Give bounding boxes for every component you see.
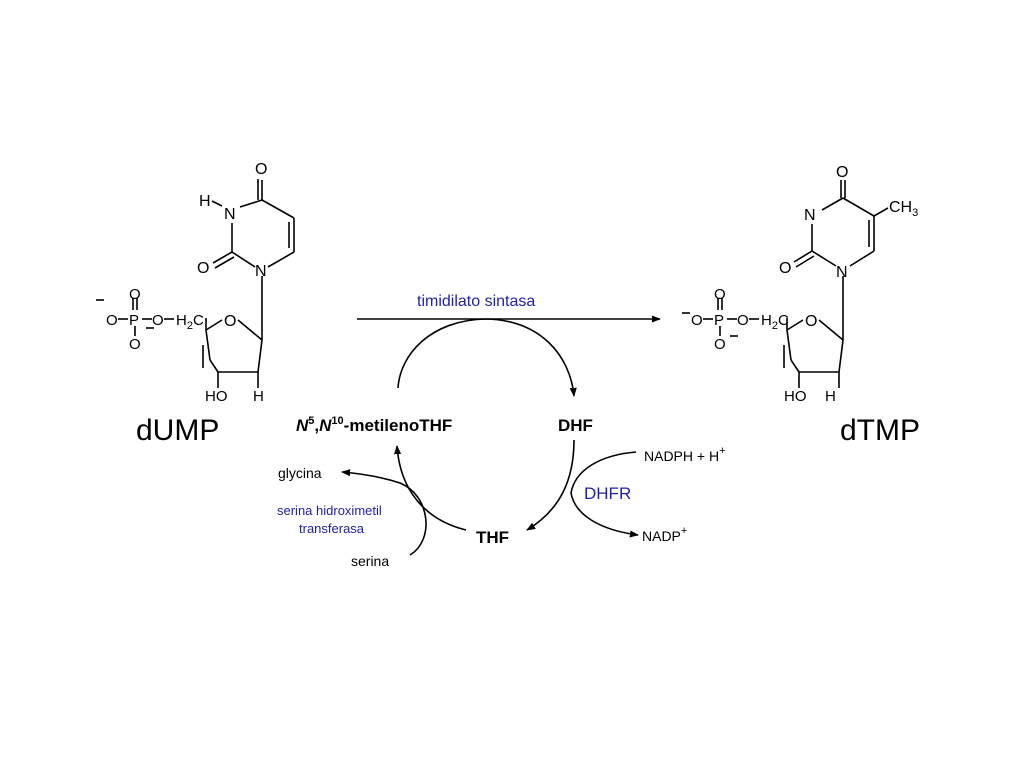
- dtmp-atom-n1: N: [804, 207, 816, 224]
- dump-name: dUMP: [136, 414, 219, 447]
- dtmp-thymine-ring: [793, 180, 889, 340]
- enzyme-dhfr: DHFR: [584, 484, 631, 503]
- dhfr-side-arrow: [570, 451, 639, 538]
- dtmp-phosphate-o-right: O: [737, 312, 749, 329]
- dtmp-sugar-ring: [783, 318, 844, 388]
- dtmp-name: dTMP: [840, 414, 920, 447]
- cycle-arc-from-methylene: [397, 318, 487, 389]
- dump-ch2-group: H2C: [176, 312, 204, 332]
- metabolite-serina: serina: [351, 553, 389, 569]
- dump-sugar-ring: [202, 318, 263, 388]
- metabolite-dhf: DHF: [558, 416, 593, 435]
- shmt-side-arrow: [341, 469, 427, 556]
- dtmp-ch3-group: CH3: [889, 199, 918, 219]
- dump-uracil-ring: [211, 179, 295, 340]
- enzyme-shmt-line2: transferasa: [299, 521, 365, 536]
- metabolite-methylene-thf: N5,N10-metilenoTHF: [296, 415, 452, 435]
- dump-phosphate-o-right: O: [152, 312, 164, 329]
- metabolite-thf: THF: [476, 528, 509, 547]
- dtmp-ch2-group: H2C: [761, 312, 789, 332]
- metabolite-nadph: NADPH + H+: [644, 445, 726, 464]
- dtmp-phosphate-o-bottom: O: [714, 336, 726, 353]
- dtmp-atom-n2: N: [836, 264, 848, 281]
- dtmp-atom-h-bottom: H: [825, 388, 836, 405]
- dump-atom-h: H: [199, 193, 211, 210]
- enzyme-shmt-line1: serina hidroximetil: [277, 503, 382, 518]
- cycle-arrow-to-thf: [526, 439, 575, 531]
- dump-atom-n1: N: [224, 206, 236, 223]
- dtmp-atom-p: P: [714, 312, 724, 329]
- cycle-arrow-to-dhf: [485, 318, 577, 397]
- dump-phosphate-o-left: O: [106, 312, 118, 329]
- dtmp-atom-o-left: O: [779, 260, 791, 277]
- dump-atom-n2: N: [255, 263, 267, 280]
- dump-atom-o-ring: O: [224, 313, 236, 330]
- dtmp-phosphate: [682, 298, 759, 337]
- dtmp-atom-o-top: O: [836, 164, 848, 181]
- metabolite-nadp: NADP+: [642, 525, 687, 544]
- dtmp-structure: O N O N CH3 O HO H O: [682, 164, 920, 447]
- dtmp-atom-o-ring: O: [805, 313, 817, 330]
- dump-atom-h-bottom: H: [253, 388, 264, 405]
- dump-structure: O H N O N O HO H: [96, 161, 295, 447]
- dtmp-phosphate-o-left: O: [691, 312, 703, 329]
- dtmp-phosphate-o-top: O: [714, 286, 726, 303]
- cycle-arrow-to-methylene: [393, 445, 467, 531]
- dump-atom-p: P: [129, 312, 139, 329]
- dump-atom-o-top: O: [255, 161, 267, 178]
- metabolite-glycina: glycina: [278, 465, 322, 481]
- dump-phosphate-o-top: O: [129, 286, 141, 303]
- dump-phosphate-o-bottom: O: [129, 336, 141, 353]
- dtmp-atom-ho: HO: [784, 388, 807, 405]
- dump-phosphate: [96, 298, 174, 336]
- dump-atom-o-left: O: [197, 260, 209, 277]
- dump-atom-ho: HO: [205, 388, 228, 405]
- enzyme-timidilato-sintasa: timidilato sintasa: [417, 293, 535, 310]
